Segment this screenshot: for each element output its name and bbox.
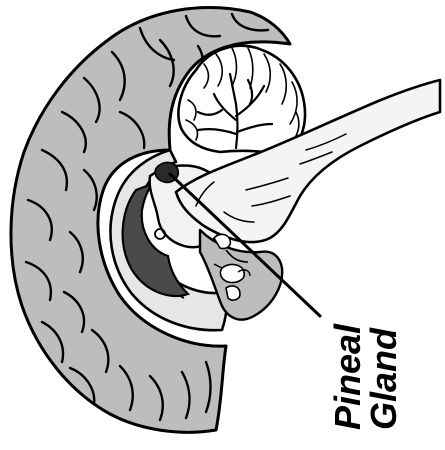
pineal-gland-label: Pineal Gland <box>327 323 404 430</box>
label-line-1: Pineal <box>327 323 368 430</box>
label-line-2: Gland <box>363 327 404 430</box>
